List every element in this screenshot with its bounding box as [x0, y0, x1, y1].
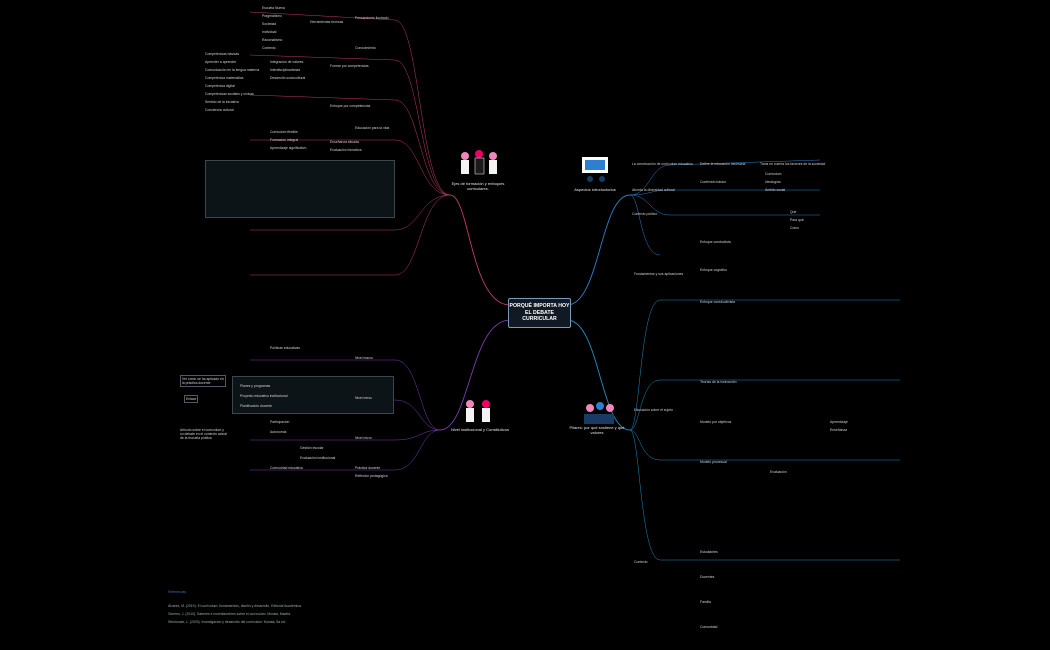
- node[interactable]: Competencia digital: [205, 84, 235, 88]
- node[interactable]: Comunidad educativa: [270, 466, 303, 470]
- node[interactable]: Participación: [270, 420, 290, 424]
- node[interactable]: Define la educación necesaria: [700, 162, 746, 166]
- node[interactable]: Evaluación formativa: [330, 148, 362, 152]
- link-note[interactable]: Enlace: [184, 395, 199, 403]
- node[interactable]: Herramientas teóricas: [310, 20, 344, 24]
- node[interactable]: Enfoque conductista: [700, 240, 731, 244]
- central-topic-label: PORQUÉ IMPORTA HOY EL DEBATE CURRICULAR: [509, 303, 570, 323]
- node[interactable]: Familia: [700, 600, 711, 604]
- node[interactable]: Conciencia cultural: [205, 108, 234, 112]
- reference-item: Álvarez, M. (2019). El currículum: funda…: [168, 604, 302, 608]
- article-note[interactable]: Artículo sobre el currículum y su debate…: [180, 428, 227, 440]
- node[interactable]: Reflexión pedagógica: [355, 474, 388, 478]
- node[interactable]: Nivel meso: [355, 396, 372, 400]
- node[interactable]: Formación integral: [270, 138, 299, 142]
- node[interactable]: Formar por competencias: [330, 64, 369, 68]
- node[interactable]: Comunidad: [700, 625, 718, 629]
- highlight-box-left-2: [232, 376, 394, 414]
- node[interactable]: Sentido de la iniciativa: [205, 100, 239, 104]
- node[interactable]: Modelo procesual: [700, 460, 727, 464]
- node[interactable]: Individual: [262, 30, 277, 34]
- node[interactable]: Aborda la diversidad cultural: [632, 188, 675, 192]
- node[interactable]: Integración de valores: [270, 60, 304, 64]
- node[interactable]: Docentes: [700, 575, 715, 579]
- node[interactable]: Proyecto educativo institucional: [240, 394, 288, 398]
- node[interactable]: Enseñanza: [830, 428, 847, 432]
- reference-item: Gimeno, J. (2010). Saberes e incertidumb…: [168, 612, 292, 616]
- node[interactable]: Planes y programas: [240, 384, 271, 388]
- node[interactable]: Ámbito social: [765, 188, 786, 192]
- node[interactable]: Gestión escolar: [300, 446, 324, 450]
- node[interactable]: Contexto político: [632, 212, 658, 216]
- node[interactable]: Racionalismo: [262, 38, 283, 42]
- node[interactable]: Estudiantes: [700, 550, 718, 554]
- node[interactable]: Pensamiento ilustrado: [355, 16, 389, 20]
- node[interactable]: Qué: [790, 210, 797, 214]
- node[interactable]: La construcción de currículum educativo: [632, 162, 693, 166]
- branch-bottom-right[interactable]: Pilares: por qué sostiene y qué valores: [569, 425, 625, 435]
- node[interactable]: Contenido básico: [700, 180, 727, 184]
- note-box[interactable]: Ver cómo se ha aplicado en la práctica d…: [180, 375, 226, 387]
- computer-illustration-top-right: [578, 155, 612, 185]
- node[interactable]: Teorías de la instrucción: [700, 380, 737, 384]
- node[interactable]: Curriculum: [765, 172, 782, 176]
- node[interactable]: Ideologías: [765, 180, 781, 184]
- node[interactable]: Autonomía: [270, 430, 287, 434]
- people-illustration-bottom-right: [580, 400, 618, 426]
- central-topic[interactable]: PORQUÉ IMPORTA HOY EL DEBATE CURRICULAR: [508, 298, 571, 328]
- node[interactable]: Enseñanza situada: [330, 140, 359, 144]
- node[interactable]: Para qué: [790, 218, 804, 222]
- node[interactable]: Enfoque cognitivo: [700, 268, 727, 272]
- node[interactable]: Competencias básicas: [205, 52, 240, 56]
- node[interactable]: Contexto: [634, 560, 648, 564]
- node[interactable]: Aprender a aprender: [205, 60, 237, 64]
- node[interactable]: Educación sobre el sujeto: [634, 408, 673, 412]
- node[interactable]: Pragmatismo: [262, 14, 282, 18]
- node[interactable]: Curriculum flexible: [270, 130, 298, 134]
- node[interactable]: Práctica docente: [355, 466, 381, 470]
- node[interactable]: Toma en cuenta los factores de la socied…: [760, 162, 826, 166]
- node[interactable]: Educación para la vida: [355, 126, 390, 130]
- people-illustration-top-left: [455, 148, 503, 178]
- branch-top-right[interactable]: Aspectos introductorios: [574, 187, 616, 192]
- node[interactable]: Enfoque constructivista: [700, 300, 736, 304]
- node[interactable]: Modelo por objetivos: [700, 420, 732, 424]
- node[interactable]: Contexto: [262, 46, 276, 50]
- references-title: Referencias: [168, 590, 187, 594]
- node[interactable]: Planificación docente: [240, 404, 273, 408]
- node[interactable]: Aprendizaje: [830, 420, 848, 424]
- node[interactable]: Evaluación institucional: [300, 456, 336, 460]
- node[interactable]: Enfoque por competencias: [330, 104, 371, 108]
- node[interactable]: Cómo: [790, 226, 800, 230]
- people-illustration-bottom-left: [460, 396, 496, 424]
- node[interactable]: Evaluación: [770, 470, 787, 474]
- node[interactable]: Escuela Nueva: [262, 6, 285, 10]
- node[interactable]: Políticas educativas: [270, 346, 300, 350]
- node[interactable]: Interdisciplinariedad: [270, 68, 301, 72]
- node[interactable]: Nivel macro: [355, 356, 373, 360]
- reference-item: Stenhouse, L. (2003). Investigación y de…: [168, 620, 286, 624]
- node[interactable]: Comunicación en la lengua materna: [205, 68, 260, 72]
- node[interactable]: Desarrollo sociocultural: [270, 76, 306, 80]
- node[interactable]: Competencia matemática: [205, 76, 244, 80]
- branch-bottom-left[interactable]: Nivel institucional y Constitutivos: [450, 427, 510, 432]
- branch-top-left[interactable]: Ejes de formación y enfoques curriculare…: [451, 181, 505, 191]
- node[interactable]: Fundamentos y sus aplicaciones: [634, 272, 684, 276]
- node[interactable]: Conocimiento: [355, 46, 376, 50]
- node[interactable]: Aprendizaje significativo: [270, 146, 307, 150]
- highlight-box-left: [205, 160, 395, 218]
- node[interactable]: Sociedad: [262, 22, 277, 26]
- node[interactable]: Nivel micro: [355, 436, 372, 440]
- node[interactable]: Competencias sociales y cívicas: [205, 92, 254, 96]
